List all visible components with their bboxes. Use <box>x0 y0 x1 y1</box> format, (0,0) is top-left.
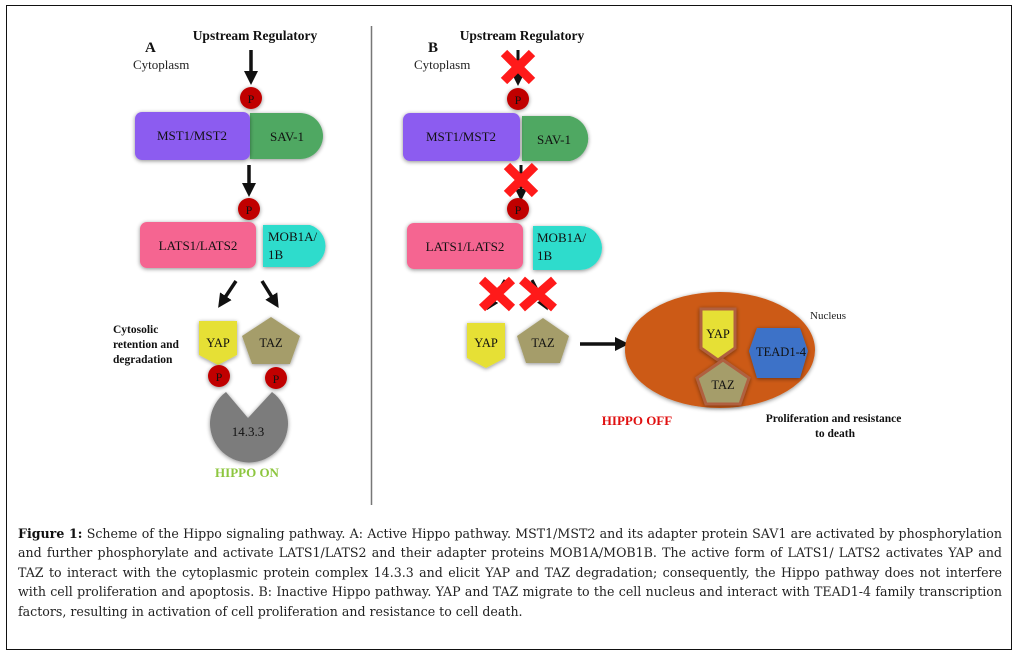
panel-b-compartment: Cytoplasm <box>414 57 470 72</box>
cytosolic-retention-label: Cytosolic retention and degradation <box>113 324 182 366</box>
block-x-icon <box>519 276 557 312</box>
panel-b-upstream: Upstream Regulatory <box>460 28 585 43</box>
phospho-badge: P <box>265 367 287 389</box>
figure-frame <box>6 5 1012 650</box>
proliferation-outcome-label: Proliferation and resistance to death <box>766 413 905 440</box>
panel-a: A Cytoplasm Upstream Regulatory P SAV-1 … <box>113 28 326 480</box>
hippo-on-label: HIPPO ON <box>215 465 280 480</box>
block-x-icon <box>500 49 536 85</box>
svg-text:MOB1A/: MOB1A/ <box>537 230 587 245</box>
nuclear-taz-protein: TAZ <box>695 358 751 406</box>
svg-text:TAZ: TAZ <box>711 378 734 392</box>
yap-protein: YAP <box>199 321 237 365</box>
svg-text:MST1/MST2: MST1/MST2 <box>157 128 227 143</box>
svg-text:P: P <box>248 92 255 106</box>
mst1-mst2-protein: MST1/MST2 <box>403 113 520 161</box>
svg-text:SAV-1: SAV-1 <box>537 132 571 147</box>
arrow-lats-to-yap <box>218 280 238 308</box>
panel-a-label: A <box>145 40 156 56</box>
caption-label: Figure 1: <box>18 526 83 541</box>
block-x-icon <box>478 276 516 312</box>
svg-text:1B: 1B <box>268 247 284 262</box>
taz-protein: TAZ <box>242 317 300 364</box>
panel-a-compartment: Cytoplasm <box>133 57 189 72</box>
arrow-lats-to-taz <box>260 280 279 308</box>
protein-complex-14-3-3: 14.3.3 <box>210 392 288 463</box>
nuclear-yap-protein: YAP <box>699 307 737 362</box>
svg-text:LATS1/LATS2: LATS1/LATS2 <box>159 238 238 253</box>
svg-text:14.3.3: 14.3.3 <box>232 424 265 439</box>
hippo-pathway-diagram: A Cytoplasm Upstream Regulatory P SAV-1 … <box>113 26 905 505</box>
caption-text: Scheme of the Hippo signaling pathway. A… <box>18 526 1002 619</box>
svg-text:YAP: YAP <box>206 336 230 350</box>
svg-text:P: P <box>515 203 522 217</box>
svg-text:YAP: YAP <box>706 327 730 341</box>
figure-caption: Figure 1: Scheme of the Hippo signaling … <box>18 524 1002 621</box>
yap-protein: YAP <box>467 323 505 368</box>
panel-a-upstream: Upstream Regulatory <box>193 28 318 43</box>
phospho-badge: P <box>507 88 529 110</box>
svg-text:P: P <box>273 372 280 386</box>
panel-b: B Cytoplasm Upstream Regulatory P SAV-1 … <box>403 28 905 440</box>
phospho-badge: P <box>238 198 260 220</box>
phospho-badge: P <box>240 87 262 109</box>
phospho-badge: P <box>507 198 529 220</box>
svg-text:1B: 1B <box>537 248 553 263</box>
tead1-4-protein: TEAD1-4 <box>749 328 808 378</box>
sav1-protein: SAV-1 <box>250 113 323 159</box>
mob1a-1b-protein: MOB1A/ 1B <box>263 225 326 267</box>
svg-text:LATS1/LATS2: LATS1/LATS2 <box>426 239 505 254</box>
mob1a-1b-protein: MOB1A/ 1B <box>533 226 602 270</box>
svg-text:TAZ: TAZ <box>259 336 282 350</box>
sav1-protein: SAV-1 <box>522 116 589 161</box>
svg-text:P: P <box>216 370 223 384</box>
lats1-lats2-protein: LATS1/LATS2 <box>140 222 256 268</box>
svg-text:MST1/MST2: MST1/MST2 <box>426 129 496 144</box>
lats1-lats2-protein: LATS1/LATS2 <box>407 223 523 269</box>
svg-text:P: P <box>515 93 522 107</box>
svg-text:MOB1A/: MOB1A/ <box>268 229 318 244</box>
svg-text:TEAD1-4: TEAD1-4 <box>756 345 807 359</box>
svg-text:P: P <box>246 203 253 217</box>
panel-b-label: B <box>428 40 438 56</box>
svg-text:YAP: YAP <box>474 336 498 350</box>
block-x-icon <box>503 162 539 198</box>
nucleus-label: Nucleus <box>810 310 846 322</box>
mst1-mst2-protein: MST1/MST2 <box>135 112 250 160</box>
taz-protein: TAZ <box>517 318 569 363</box>
phospho-badge: P <box>208 365 230 387</box>
hippo-off-label: HIPPO OFF <box>602 413 672 428</box>
svg-text:SAV-1: SAV-1 <box>270 129 304 144</box>
svg-text:TAZ: TAZ <box>531 336 554 350</box>
